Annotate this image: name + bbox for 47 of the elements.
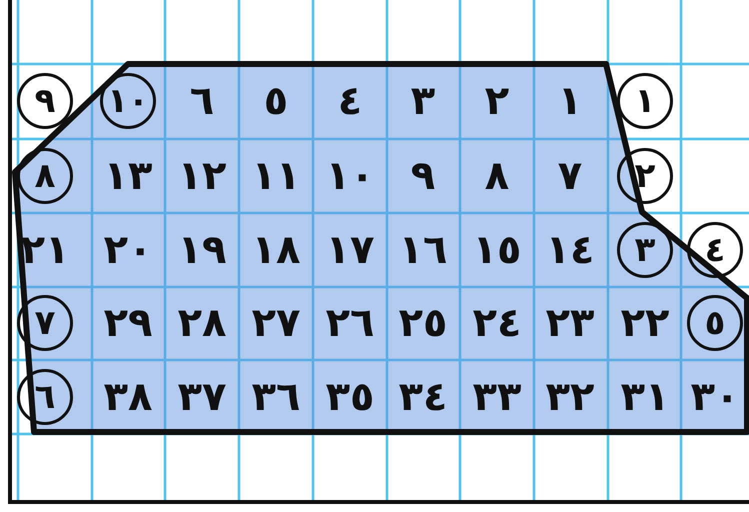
square-number: ١٧ [326, 230, 374, 270]
square-number: ١٣ [104, 156, 152, 196]
square-number: ٢٦ [326, 303, 374, 343]
square-number: ١٠ [326, 156, 374, 196]
square-number: ١١ [252, 156, 300, 196]
square-number: ٢٨ [178, 303, 226, 343]
square-number: ٣٧ [178, 377, 226, 417]
square-number: ٢٩ [104, 303, 152, 343]
square-number: ٣ [410, 81, 436, 121]
square-number: ٣٥ [326, 377, 374, 417]
square-number: ١ [558, 81, 582, 121]
circled-number: ٥ [687, 295, 743, 351]
square-number: ١٥ [472, 230, 522, 270]
square-number: ١٨ [252, 230, 300, 270]
square-number: ٣٣ [472, 377, 522, 417]
square-number: ٢٥ [398, 303, 448, 343]
square-number: ٨ [484, 156, 510, 196]
square-number: ٧ [558, 156, 582, 196]
square-number: ٢٠ [104, 230, 152, 270]
square-number: ٣٨ [104, 377, 152, 417]
square-number: ٣١ [620, 377, 670, 417]
square-number: ٣٠ [690, 377, 740, 417]
circled-number: ١ [617, 73, 673, 129]
square-number: ٣٢ [546, 377, 594, 417]
square-number: ٢٤ [472, 303, 522, 343]
circled-number: ٩ [17, 73, 73, 129]
square-number: ٥ [264, 81, 288, 121]
circled-number: ٤ [687, 222, 743, 278]
square-number: ١٤ [546, 230, 594, 270]
square-number: ٢٢ [620, 303, 670, 343]
square-number: ٣٤ [398, 377, 448, 417]
circled-number: ٨ [17, 148, 73, 204]
circled-number: ٧ [17, 295, 73, 351]
circled-number: ١٠ [100, 73, 156, 129]
circled-number: ٦ [17, 369, 73, 425]
circled-number: ٣ [617, 222, 673, 278]
square-number: ١٦ [398, 230, 448, 270]
square-number: ١٢ [178, 156, 226, 196]
circled-number: ٢ [617, 148, 673, 204]
square-number: ٢ [484, 81, 510, 121]
square-number: ١٩ [178, 230, 226, 270]
square-number: ٢٣ [546, 303, 594, 343]
square-number: ٩ [410, 156, 436, 196]
square-number: ٦ [190, 81, 214, 121]
square-number: ٤ [338, 81, 362, 121]
square-number: ٢٧ [252, 303, 300, 343]
square-number: ٣٦ [252, 377, 300, 417]
